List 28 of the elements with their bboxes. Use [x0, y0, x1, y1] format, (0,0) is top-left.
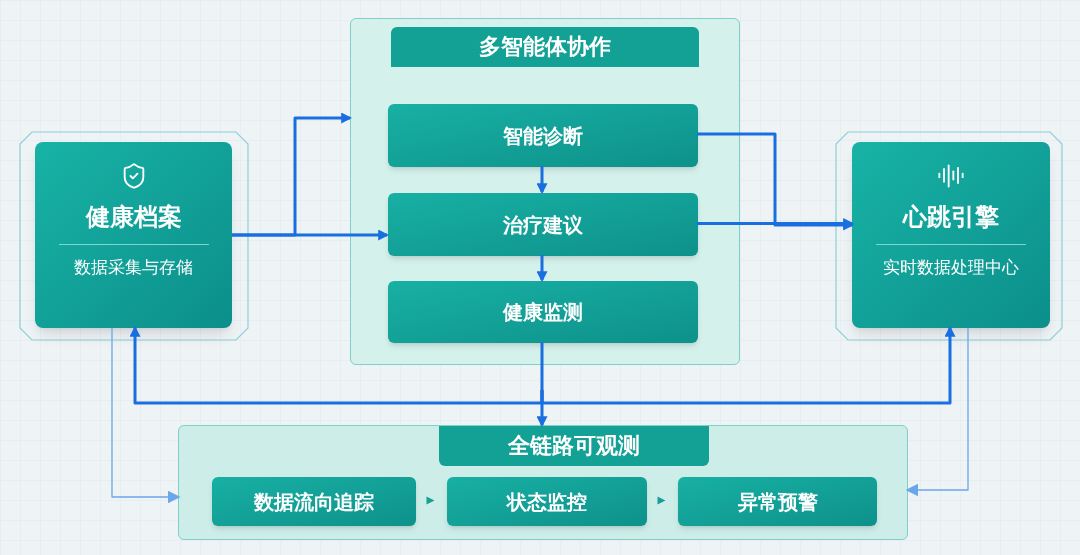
arrow [697, 218, 855, 229]
arrow [232, 229, 390, 241]
process-box: 治疗建议 [388, 193, 698, 256]
card-subtitle: 实时数据处理中心 [883, 257, 1019, 279]
arrow [536, 255, 548, 283]
arrow [426, 496, 435, 505]
panel-title: 全链路可观测 [439, 426, 709, 466]
card-title: 健康档案 [85, 202, 182, 232]
arrow [536, 342, 548, 428]
process-box: 健康监测 [388, 281, 698, 343]
arrow [129, 325, 544, 405]
process-box: 异常预警 [678, 477, 877, 526]
card-subtitle: 数据采集与存储 [74, 257, 193, 279]
process-box: 状态监控 [447, 477, 647, 526]
card-title: 心跳引擎 [903, 202, 999, 232]
module-card [35, 142, 232, 328]
panel-title: 多智能体协作 [391, 27, 699, 67]
arrow [905, 327, 969, 497]
module-card [852, 142, 1050, 328]
arrow [540, 325, 956, 405]
group-panel [178, 425, 908, 540]
group-panel [350, 18, 740, 365]
arrow [657, 496, 666, 505]
arrow [111, 327, 181, 504]
process-box: 数据流向追踪 [212, 477, 416, 526]
arrow [697, 132, 855, 231]
arrow [536, 166, 548, 195]
process-box: 智能诊断 [388, 104, 698, 167]
